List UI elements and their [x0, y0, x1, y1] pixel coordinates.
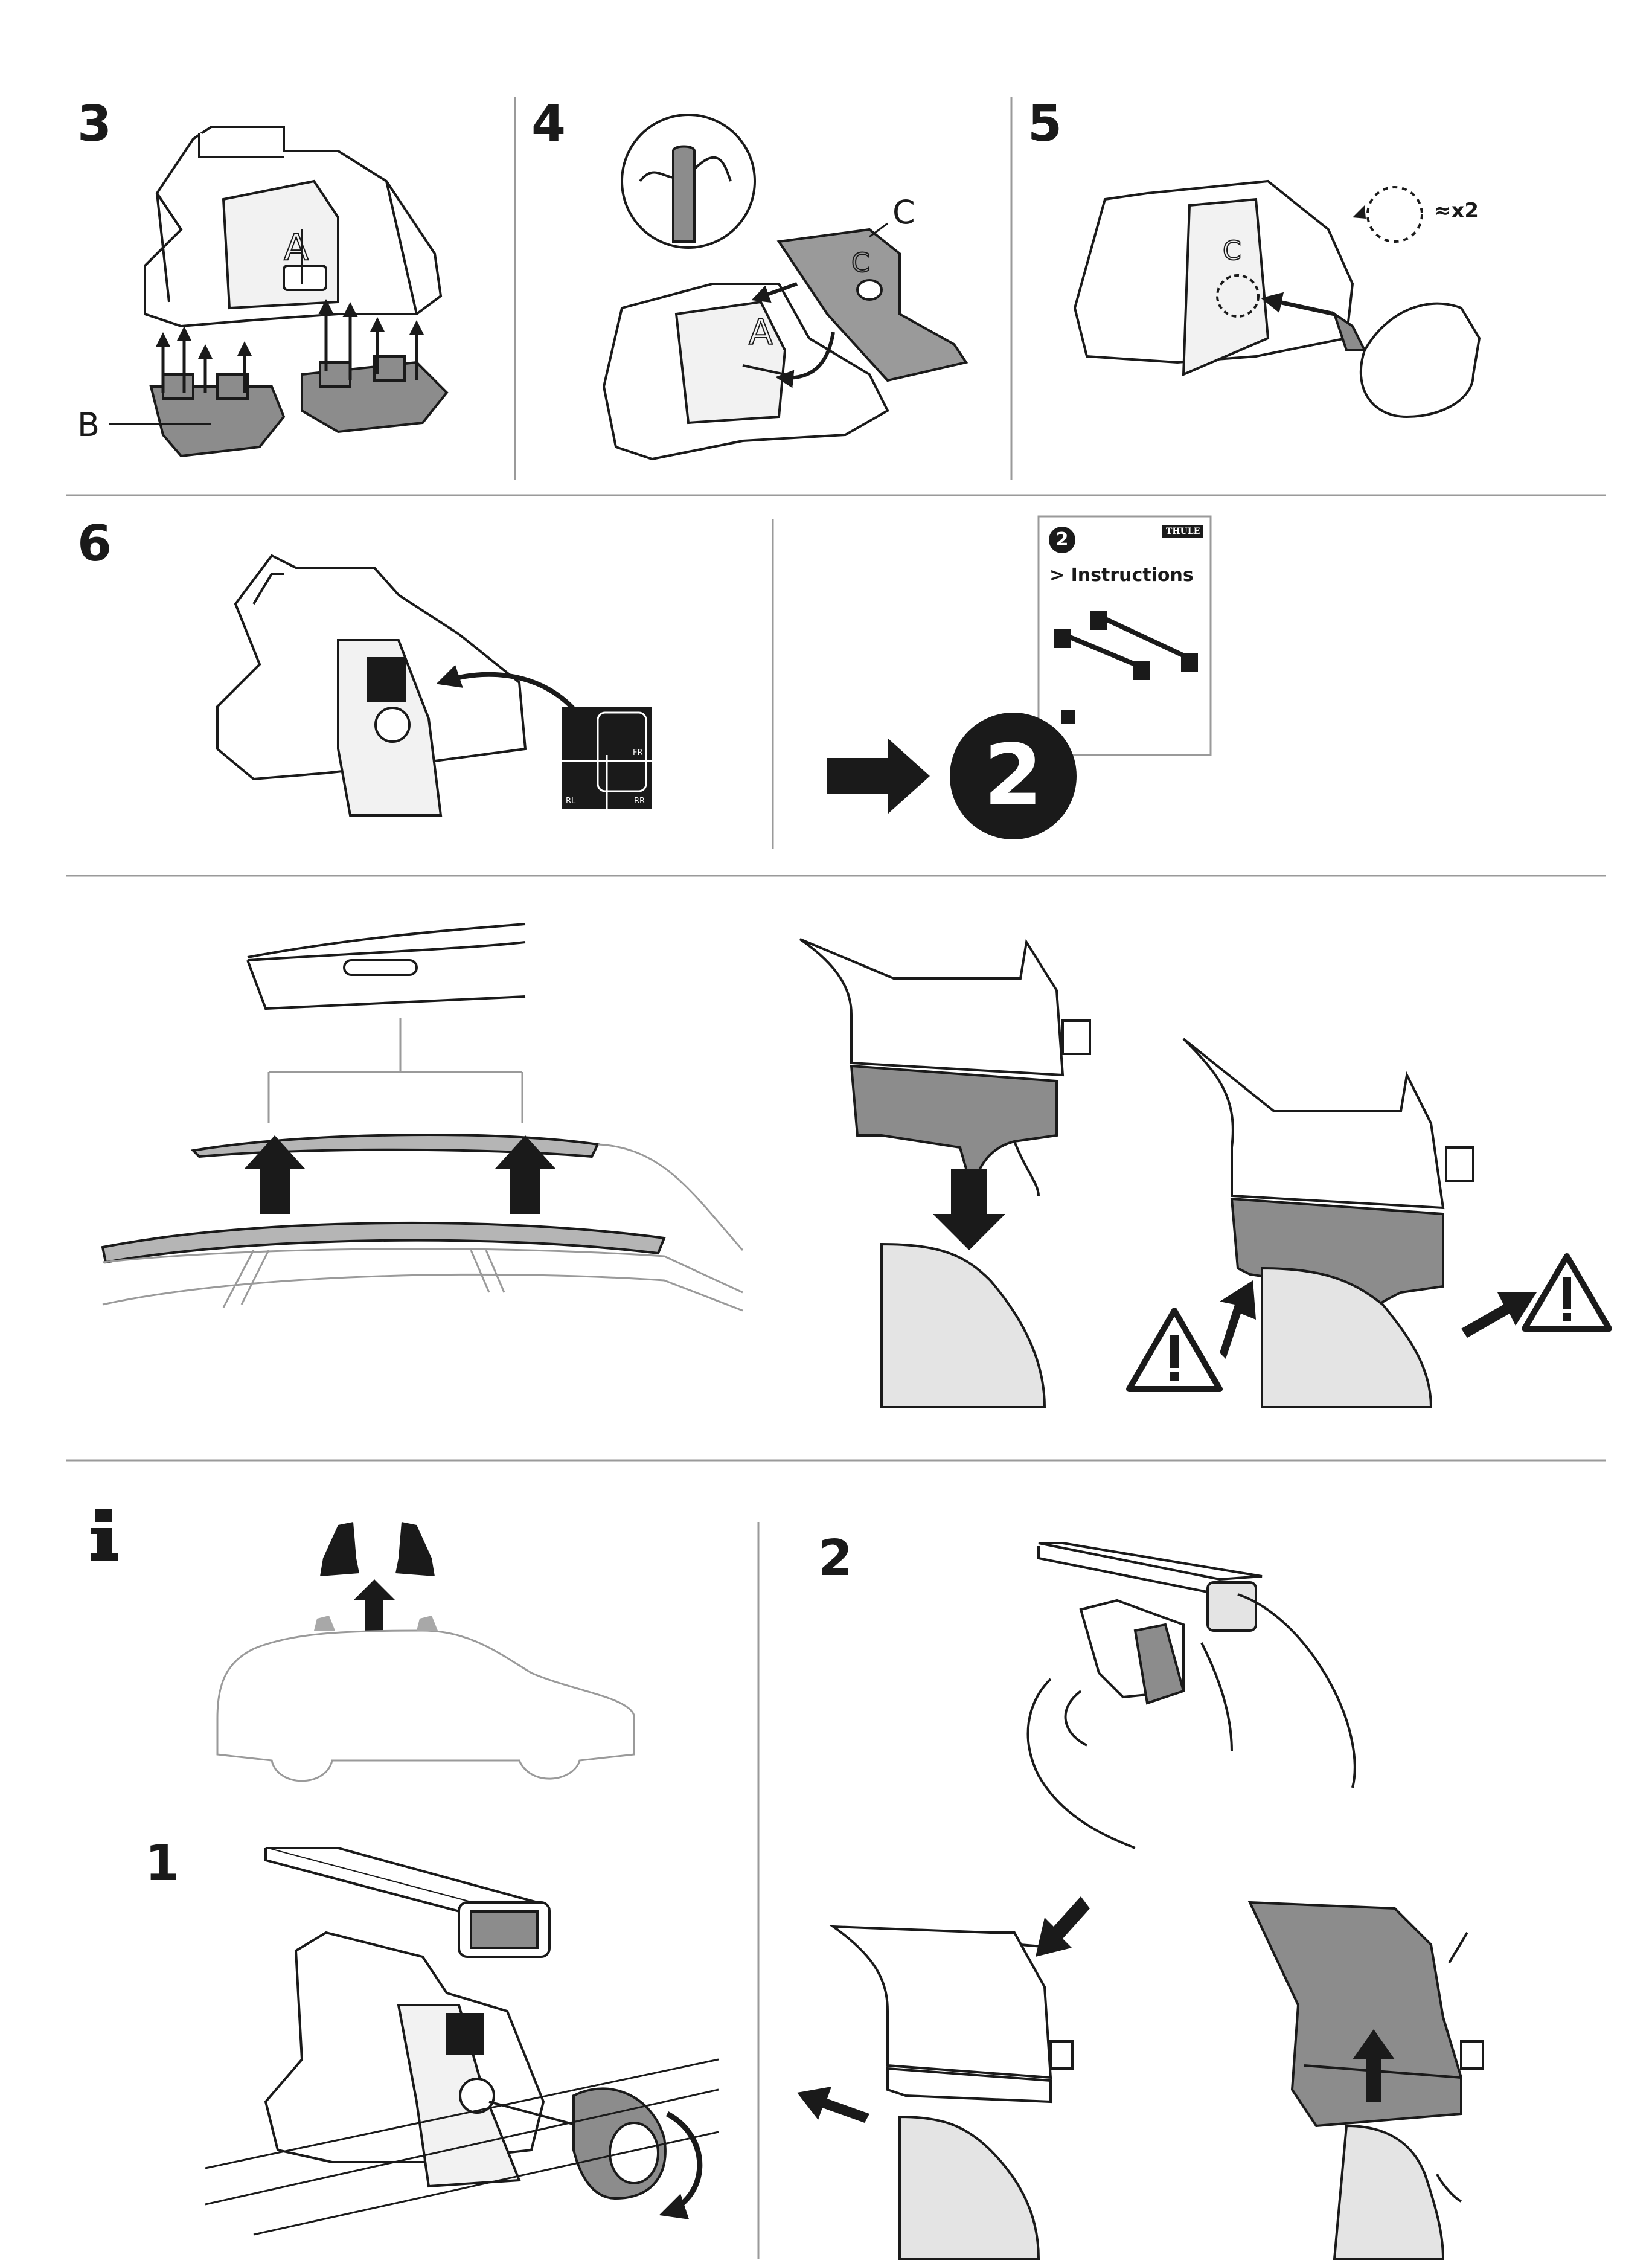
part-label-b: B [77, 406, 100, 444]
rotate-icon [659, 2111, 703, 2219]
step1-road-lines [205, 2058, 719, 2236]
feet-on-roof [314, 1616, 438, 1631]
arrow-up-icon [353, 1579, 395, 1631]
svg-text:A: A [284, 226, 309, 269]
step4-arrows [751, 282, 835, 388]
step-number-3: 3 [77, 95, 112, 153]
step4-callout-line [869, 222, 888, 238]
goto-arrow-icon [827, 738, 930, 814]
step6-foot [216, 554, 527, 817]
reference-card-heading: > Instructions [1049, 565, 1194, 586]
step5-quantity-circle [1353, 186, 1423, 243]
step4-bracket-c: C [776, 228, 968, 382]
arrow-left-icon [797, 2087, 869, 2123]
step4-detail-circle [621, 114, 756, 249]
step-number-2: 2 [818, 1530, 853, 1587]
removed-feet [320, 1522, 435, 1576]
fitting-rail-2 [1261, 1266, 1433, 1408]
step6-position-diagram [562, 707, 652, 809]
car-roof-outline [102, 1143, 744, 1312]
fitting-foot-2 [1182, 1038, 1474, 1312]
car-silhouette [216, 1629, 635, 1782]
step3-arrows-up [155, 299, 424, 393]
position-label-rl: RL [566, 797, 576, 806]
step-number-5: 5 [1028, 95, 1063, 153]
step-number-4: 4 [531, 95, 566, 153]
step2-bar-and-hands [1026, 1542, 1356, 1849]
svg-text:C: C [851, 248, 870, 278]
svg-text:C: C [1223, 236, 1241, 266]
roof-rail [101, 1134, 666, 1264]
arrow-down-icon [933, 1169, 1005, 1250]
step3-foot-assembly: A [144, 126, 443, 328]
section-dividers [66, 97, 1606, 2259]
step1-bar-and-foot [264, 1847, 667, 2200]
arrow-up-icon [1353, 2029, 1395, 2102]
position-label-fr: FR [633, 748, 643, 757]
warning-mark [1170, 1277, 1571, 1381]
arrow-down-icon [1036, 1896, 1090, 1957]
fitting-rail-1 [880, 1242, 1046, 1408]
svg-text:A: A [749, 312, 773, 353]
arrow-up-icon [245, 1135, 305, 1214]
step5-arrow-icon [1261, 292, 1335, 316]
goto-step-badge: 2 [950, 713, 1077, 839]
roof-rail-bracket [267, 1018, 523, 1123]
reference-card-bars [1054, 611, 1198, 724]
arrow-up-icon [495, 1135, 555, 1214]
step-number-6: 6 [77, 515, 112, 573]
fitting-foot-1 [799, 938, 1091, 1196]
info-icon [91, 1509, 118, 1561]
thule-logo: THULE [1162, 525, 1204, 538]
step2-remove-pad [829, 1925, 1074, 2260]
step2-pad-detail [1247, 1901, 1484, 2260]
arrow-right-icon [1461, 1292, 1537, 1338]
quantity-label: ≈x2 [1434, 199, 1479, 223]
arrow-up-icon [1220, 1280, 1256, 1359]
roof-rail-detail [246, 923, 526, 1010]
step5-foot: C [1073, 179, 1354, 377]
step-number-1: 1 [145, 1835, 180, 1892]
step4-foot: A [602, 283, 889, 461]
reference-card-number: 2 [1049, 527, 1075, 553]
position-label-rr: RR [634, 797, 645, 806]
step5-hand-screw [1332, 302, 1481, 419]
part-label-c: C [892, 193, 915, 231]
step3-rubber-pads [149, 355, 449, 458]
